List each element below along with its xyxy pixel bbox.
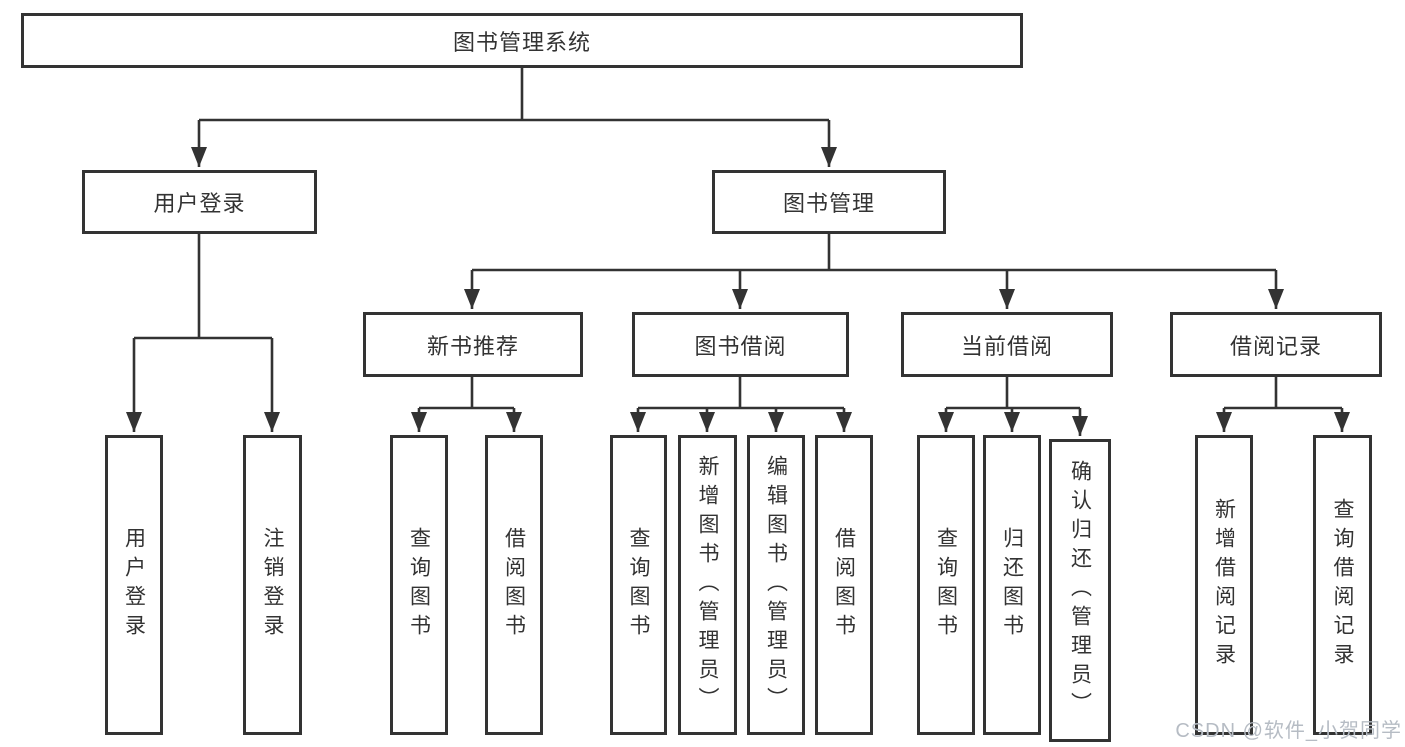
leaf-edit-books-admin: 编辑图书（管理员） [747,435,805,735]
leaf-borrow-books-recommend: 借阅图书 [485,435,543,735]
node-root-label: 图书管理系统 [452,29,591,55]
leaf-add-books-admin-label: 新增图书（管理员） [696,454,720,716]
watermark-text: CSDN @软件_小贺同学 [1175,720,1402,742]
leaf-query-borrow-record: 查询借阅记录 [1313,435,1372,735]
leaf-borrow-books-borrow: 借阅图书 [815,435,873,735]
leaf-query-books-recommend-label: 查询图书 [407,527,431,643]
node-borrow-records-label: 借阅记录 [1229,333,1322,359]
leaf-query-books-borrow-label: 查询图书 [627,527,651,643]
leaf-query-books-recommend: 查询图书 [390,435,448,735]
connector-recommend-trunk [419,377,514,410]
node-book-management-label: 图书管理 [782,191,875,216]
node-user-login-label: 用户登录 [153,191,246,216]
leaf-confirm-return-admin: 确认归还（管理员） [1049,439,1111,742]
connector-root-trunk [199,68,829,122]
leaf-borrow-books-borrow-label: 借阅图书 [832,527,856,643]
connector-user-login-trunk [134,234,272,340]
node-user-login: 用户登录 [82,170,317,234]
leaf-query-books-borrow: 查询图书 [610,435,667,735]
leaf-logout-label: 注销登录 [261,527,285,643]
leaf-query-books-current-label: 查询图书 [934,527,958,643]
leaf-edit-books-admin-label: 编辑图书（管理员） [764,454,788,716]
leaf-add-books-admin: 新增图书（管理员） [678,435,737,735]
leaf-user-login-label: 用户登录 [122,527,146,643]
leaf-return-books-label: 归还图书 [1000,527,1024,643]
node-borrow-records: 借阅记录 [1170,312,1382,377]
node-current-borrow-label: 当前借阅 [960,333,1053,359]
connector-current-trunk [946,377,1080,410]
leaf-add-borrow-record: 新增借阅记录 [1195,435,1253,735]
leaf-return-books: 归还图书 [983,435,1041,735]
node-book-management: 图书管理 [712,170,946,234]
connector-records-trunk [1224,377,1342,410]
leaf-logout: 注销登录 [243,435,302,735]
leaf-query-borrow-record-label: 查询借阅记录 [1331,498,1355,672]
leaf-query-books-current: 查询图书 [917,435,975,735]
leaf-confirm-return-admin-label: 确认归还（管理员） [1068,460,1092,721]
node-root: 图书管理系统 [21,13,1023,68]
leaf-add-borrow-record-label: 新增借阅记录 [1212,498,1236,672]
node-book-borrow: 图书借阅 [632,312,849,377]
node-book-borrow-label: 图书借阅 [694,333,787,359]
node-current-borrow: 当前借阅 [901,312,1113,377]
leaf-user-login: 用户登录 [105,435,163,735]
connector-book-management-trunk [472,234,1276,272]
leaf-borrow-books-recommend-label: 借阅图书 [502,527,526,643]
node-new-book-recommend: 新书推荐 [363,312,583,377]
node-new-book-recommend-label: 新书推荐 [426,333,519,359]
connector-borrow-trunk [638,377,844,410]
